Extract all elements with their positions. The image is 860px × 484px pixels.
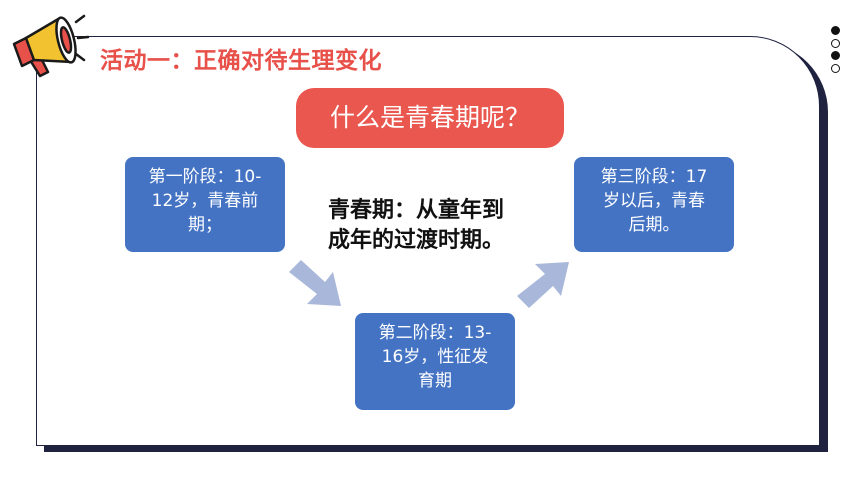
stage-3-line-3: 后期。 [628, 215, 680, 235]
stage-3-line-2: 岁以后，青春 [603, 191, 705, 211]
dot-2 [831, 38, 840, 48]
stage-1-line-1: 第一阶段：10- [148, 167, 262, 187]
stage-3-line-1: 第三阶段：17 [600, 167, 708, 187]
stage-1-line-2: 12岁，青春前 [151, 191, 259, 211]
stage-box-2: 第二阶段：13- 16岁，性征发 育期 [355, 313, 515, 410]
arrow-down-right-icon [289, 260, 341, 306]
stage-2-line-3: 育期 [418, 371, 452, 391]
page-title: 活动一：正确对待生理变化 [100, 48, 382, 74]
definition-line-2: 成年的过渡时期。 [328, 228, 505, 253]
megaphone-icon [12, 14, 90, 78]
stage-1-line-3: 期； [188, 215, 222, 235]
stage-2-line-2: 16岁，性征发 [381, 347, 489, 367]
stage-2-line-1: 第二阶段：13- [378, 323, 492, 343]
dot-3 [831, 51, 840, 60]
dot-4 [831, 63, 840, 73]
arrow-up-right-icon [517, 262, 569, 308]
page-dots-indicator [831, 26, 843, 76]
definition-text: 青春期：从童年到 成年的过渡时期。 [328, 196, 548, 256]
stage-box-3: 第三阶段：17 岁以后，青春 后期。 [574, 157, 734, 252]
stage-box-1: 第一阶段：10- 12岁，青春前 期； [125, 157, 285, 252]
question-banner: 什么是青春期呢？ [296, 88, 564, 148]
dot-1 [831, 26, 840, 35]
definition-line-1: 青春期：从童年到 [328, 198, 505, 223]
